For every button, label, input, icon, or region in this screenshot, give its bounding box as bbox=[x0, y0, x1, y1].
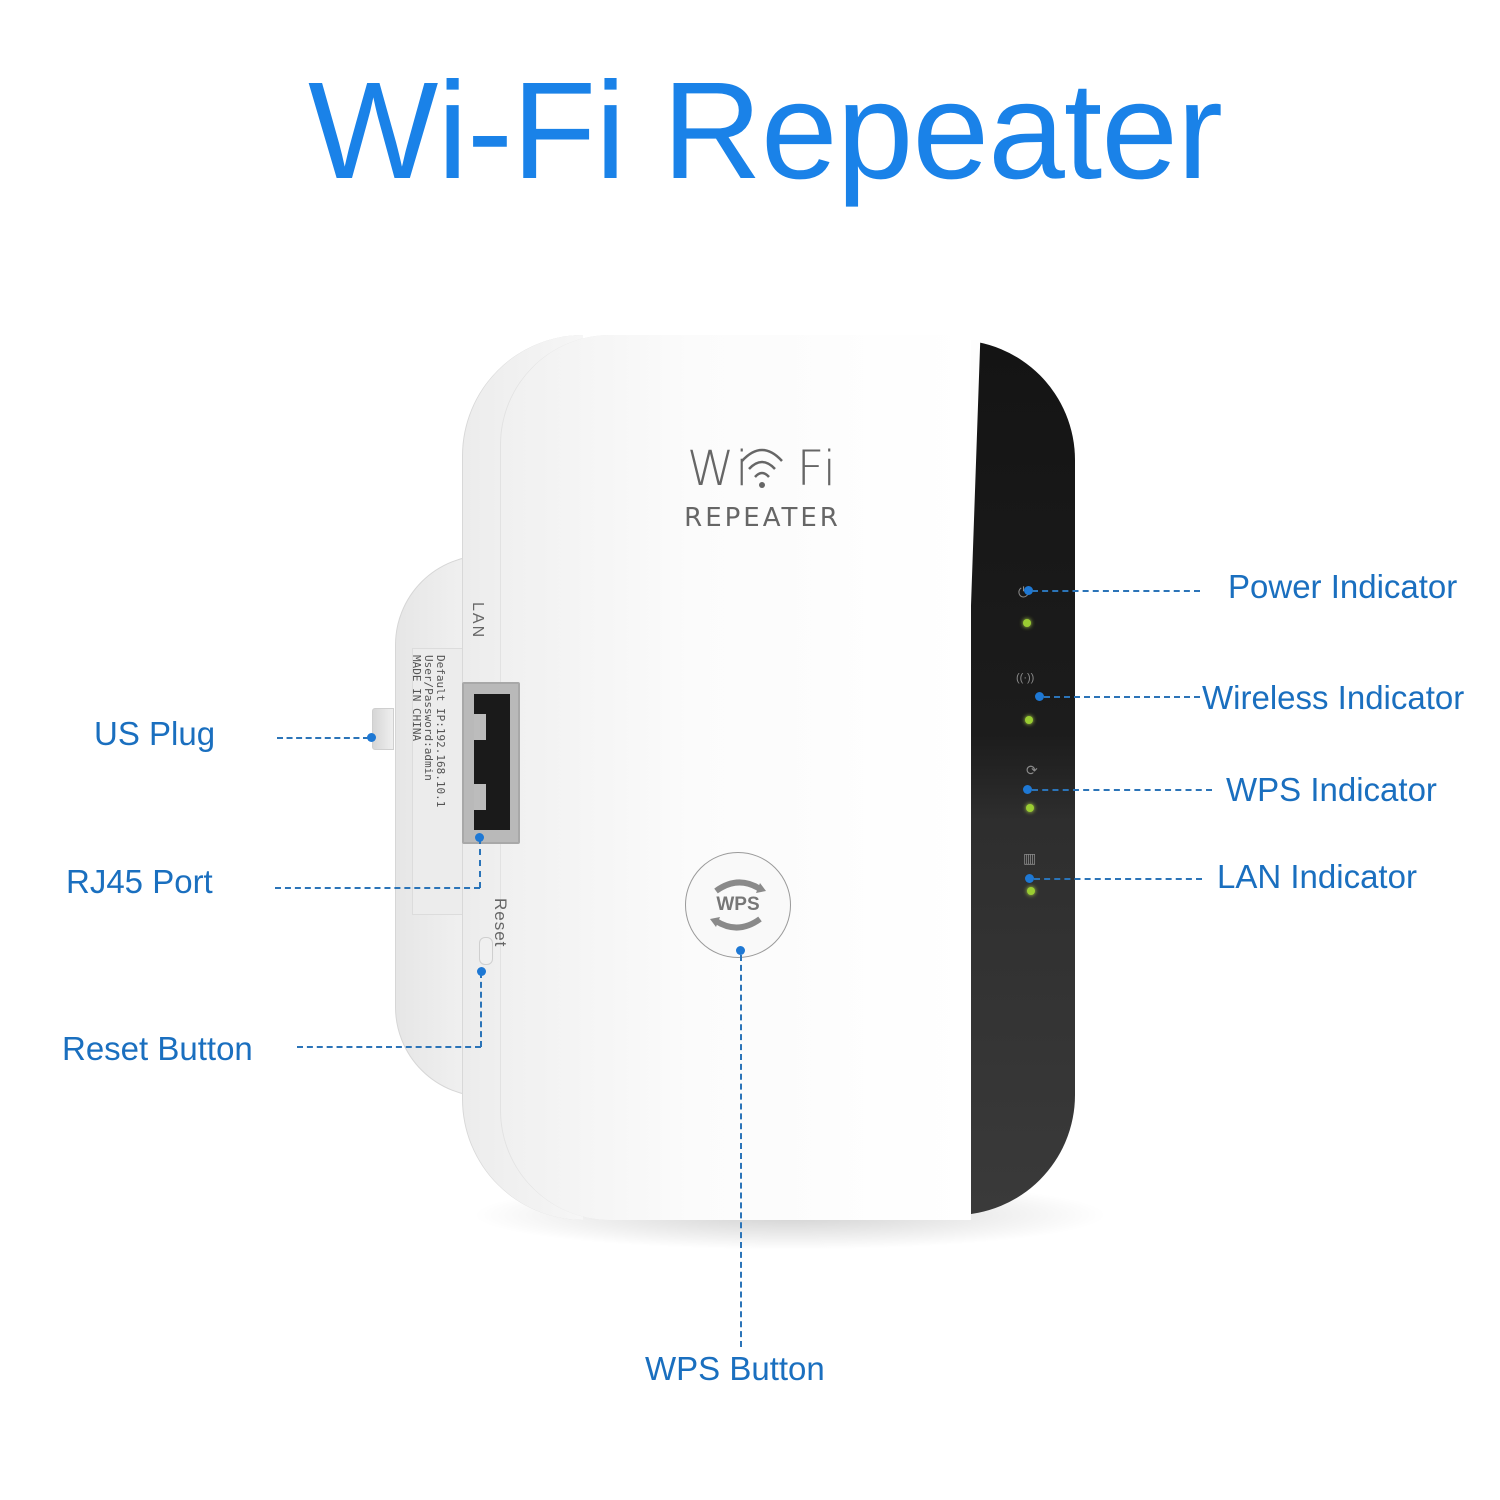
callout-dot bbox=[736, 946, 745, 955]
power-led bbox=[1023, 619, 1031, 627]
lan-led bbox=[1027, 887, 1035, 895]
brand-wi: Wi bbox=[686, 441, 751, 497]
brand-repeater-text: REPEATER bbox=[684, 503, 841, 533]
callout-line-us-plug bbox=[277, 737, 369, 739]
callout-dot bbox=[1023, 785, 1032, 794]
power-indicator-label: Power Indicator bbox=[1228, 568, 1458, 605]
sticker-line: Default IP:192.168.10.1 bbox=[434, 655, 447, 808]
sticker-line: User/Password:admin bbox=[422, 655, 435, 781]
callout-line-wireless bbox=[1044, 696, 1200, 698]
callout-dot bbox=[477, 967, 486, 976]
rj45-port-label: RJ45 Port bbox=[66, 863, 213, 900]
us-plug-label: US Plug bbox=[94, 715, 216, 752]
callout-line-power bbox=[1032, 590, 1200, 592]
wps-led bbox=[1026, 804, 1034, 812]
lan-indicator-label: LAN Indicator bbox=[1217, 858, 1417, 895]
power-icon: ⏻ bbox=[1018, 584, 1029, 601]
wireless-icon: ((·)) bbox=[1016, 672, 1035, 684]
brand-fi: Fi bbox=[796, 441, 839, 497]
rj45-notch bbox=[474, 714, 486, 740]
wireless-led bbox=[1025, 716, 1033, 724]
reset-button-label: Reset Button bbox=[62, 1030, 253, 1067]
callout-line-lan bbox=[1034, 878, 1202, 880]
callout-line-reset-vertical bbox=[480, 972, 482, 1047]
lan-indicator-icon: ▥ bbox=[1023, 850, 1037, 866]
sticker-text: Default IP:192.168.10.1 User/Password:ad… bbox=[410, 655, 447, 905]
wps-button-label: WPS bbox=[716, 894, 760, 915]
wireless-indicator-label: Wireless Indicator bbox=[1202, 679, 1465, 716]
wps-indicator-icon: ⟳ bbox=[1026, 762, 1038, 778]
callout-line-wps bbox=[1032, 789, 1212, 791]
callout-line-wps-button bbox=[740, 955, 742, 1347]
wps-indicator-label: WPS Indicator bbox=[1226, 771, 1437, 808]
us-plug bbox=[372, 708, 394, 750]
wps-button[interactable]: WPS bbox=[685, 852, 791, 958]
rj45-port bbox=[462, 682, 520, 844]
callout-dot bbox=[367, 733, 376, 742]
page-title: Wi-Fi Repeater bbox=[308, 54, 1223, 208]
sticker-line: MADE IN CHINA bbox=[410, 655, 423, 742]
wps-arrows-icon bbox=[710, 879, 766, 931]
device-front-panel bbox=[500, 335, 971, 1220]
rj45-notch bbox=[474, 784, 486, 810]
reset-button[interactable] bbox=[479, 937, 493, 965]
callout-line-reset bbox=[297, 1046, 481, 1048]
wifi-signal-icon bbox=[741, 448, 783, 488]
callout-dot bbox=[1025, 874, 1034, 883]
reset-side-label: Reset bbox=[491, 898, 510, 948]
lan-side-label: LAN bbox=[469, 602, 486, 640]
callout-dot bbox=[1035, 692, 1044, 701]
callout-dot bbox=[475, 833, 484, 842]
callout-dot bbox=[1024, 586, 1033, 595]
callout-line-rj45-vertical bbox=[479, 838, 481, 888]
wps-button-label-callout: WPS Button bbox=[645, 1350, 825, 1387]
callout-line-rj45 bbox=[275, 887, 480, 889]
